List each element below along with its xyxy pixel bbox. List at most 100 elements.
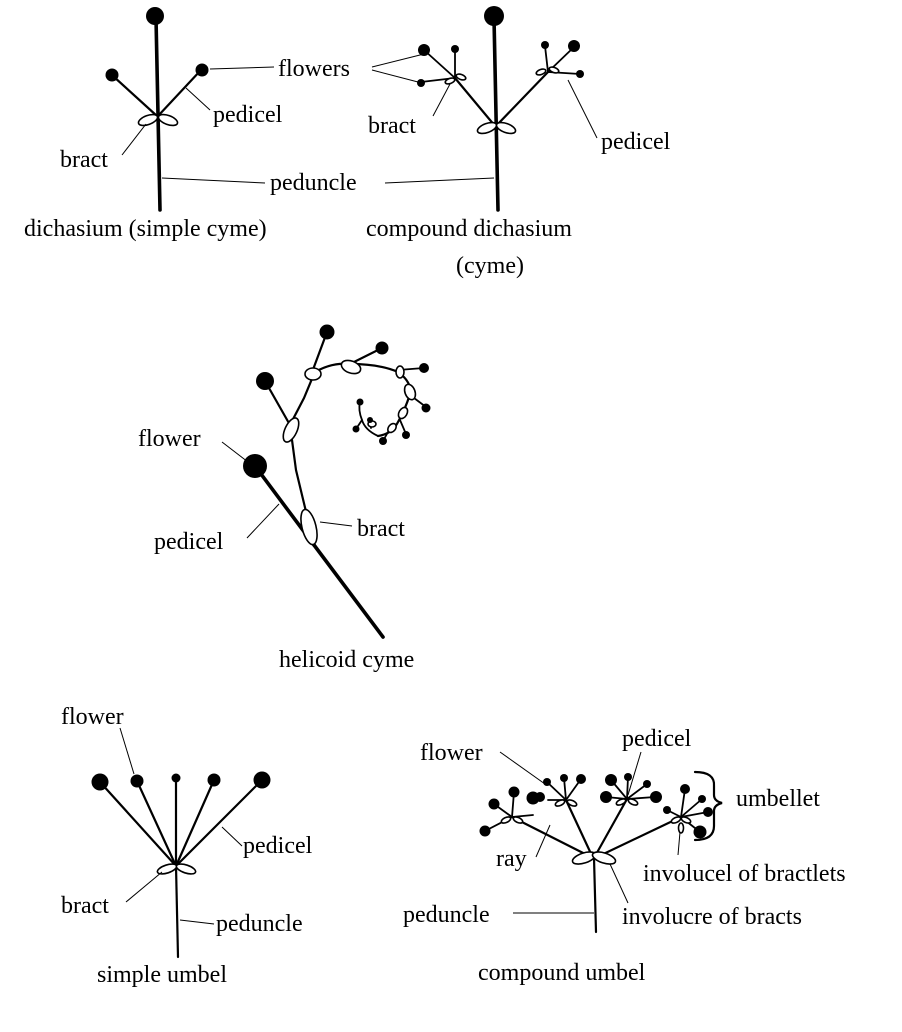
compound-bract-leader [432, 83, 451, 117]
helicoid-bract-6 [403, 383, 417, 401]
umbellet2-pedicel-a [546, 781, 567, 801]
helicoid-flower-leader [221, 441, 249, 463]
right-subcyme-bract-b [548, 66, 560, 74]
dichasium-right-bract [157, 113, 179, 127]
compound-umbel-pedicel-label: pedicel [622, 726, 692, 752]
involucel-label: involucel of bractlets [643, 861, 846, 887]
helicoid-flower-3 [319, 324, 335, 340]
right-subcyme-bract-a [535, 68, 547, 76]
umbellet4-flower-b [698, 795, 706, 803]
compound-umbel-pedicel-leader [627, 751, 642, 796]
umbellet1-flower-a [488, 798, 500, 810]
simple-umbel-pedicel-leader [221, 826, 243, 847]
dichasium-bract-leader [121, 123, 147, 156]
left-subcyme-pedicel-a [423, 49, 456, 79]
umbellet2-flower-b [560, 774, 568, 782]
dichasium-pedicel-label: pedicel [213, 102, 283, 128]
umbellet3-bractlet-b [627, 798, 639, 806]
dichasium-right-pedicel [156, 68, 203, 118]
compound-dichasium-figure: bract pedicel compound dichasium (cyme) [366, 6, 671, 279]
right-subcyme-pedicel-a [544, 45, 549, 73]
left-subcyme-flower-c [417, 79, 425, 87]
simple-umbel-bract-leader [125, 871, 163, 903]
compound-dichasium-right-branch [494, 70, 550, 128]
simple-umbel-flower-3 [171, 773, 181, 783]
helicoid-bract-8 [387, 422, 397, 434]
umbellet2-bractlet-a [554, 799, 566, 807]
helicoid-flower-8 [379, 437, 387, 445]
umbellet1-flower-c [479, 825, 491, 837]
helicoid-pedicel-label: pedicel [154, 529, 224, 555]
simple-umbel-flower-leader [119, 727, 135, 775]
dichasium-caption: dichasium (simple cyme) [24, 216, 267, 242]
umbellet3-flower-a [605, 774, 617, 786]
helicoid-flower-6 [421, 403, 431, 413]
helicoid-flower-4 [375, 341, 389, 355]
simple-umbel-peduncle-leader [179, 919, 215, 925]
umbellet3-pedicel-c [626, 783, 648, 800]
compound-dichasium-left-branch [453, 76, 497, 128]
helicoid-bract-5 [395, 365, 405, 379]
helicoid-flower-9 [352, 425, 360, 433]
ray-label: ray [496, 846, 527, 872]
compound-dichasium-caption-line1: compound dichasium [366, 216, 572, 242]
umbellet3-bractlet-a [615, 798, 627, 806]
helicoid-caption: helicoid cyme [279, 647, 414, 673]
compound-dichasium-right-bract [495, 121, 517, 135]
simple-umbel-flower-4 [207, 773, 221, 787]
helicoid-flower-10 [356, 398, 364, 406]
compound-pedicel-leader [567, 79, 598, 139]
simple-umbel-flower-5 [253, 771, 271, 789]
involucre-label: involucre of bracts [622, 904, 802, 930]
helicoid-flower-7 [402, 431, 410, 439]
umbellet4-flower-a [680, 784, 690, 794]
peduncle-leader-right [384, 177, 495, 184]
compound-dichasium-caption-line2: (cyme) [456, 253, 524, 279]
flowers-leader-right-b [371, 69, 419, 83]
simple-umbel-flower-label: flower [61, 704, 124, 730]
compound-dichasium-bract-label: bract [368, 113, 416, 139]
dichasium-left-flower [105, 68, 119, 82]
compound-dichasium-peduncle-stem [492, 16, 500, 212]
umbellet4-bractlet-b [680, 816, 692, 824]
flowers-leader-left [209, 66, 275, 70]
dichasium-peduncle-stem [154, 16, 162, 212]
dichasium-pedicel-leader [185, 87, 211, 111]
umbellet1-flower-b [508, 786, 520, 798]
simple-umbel-bract-label: bract [61, 893, 109, 919]
helicoid-main-bract [300, 508, 318, 546]
umbellet2-flower-c [576, 774, 586, 784]
right-subcyme-flower-c [576, 70, 584, 78]
umbellet4-flower-c [703, 807, 713, 817]
dichasium-figure: flowers pedicel bract peduncle dichasium… [24, 7, 357, 242]
helicoid-pedicel-leader [246, 503, 280, 539]
dichasium-terminal-flower [146, 7, 164, 25]
umbellet4-flower-d [693, 825, 707, 839]
compound-dichasium-pedicel-label: pedicel [601, 129, 671, 155]
flowers-leader-right-a [371, 53, 425, 68]
simple-umbel-caption: simple umbel [97, 962, 227, 988]
left-subcyme-bract-a [444, 77, 456, 85]
dichasium-left-bract [137, 113, 159, 127]
involucel-leader [677, 831, 681, 856]
umbellet2-flower-d [535, 792, 545, 802]
helicoid-cyme-figure: flower pedicel bract helicoid cyme [138, 324, 431, 673]
umbellet1-bractlet-b [512, 816, 524, 824]
left-subcyme-flower-a [418, 44, 430, 56]
umbellet4-flower-e [663, 806, 671, 814]
helicoid-bract-7 [397, 406, 409, 420]
umbellet-label: umbellet [736, 786, 820, 812]
compound-umbel-ray-3 [592, 797, 629, 860]
umbellet3-flower-d [600, 791, 612, 803]
left-subcyme-bract-b [455, 73, 467, 81]
compound-umbel-peduncle-stem [592, 856, 598, 934]
compound-dichasium-terminal-flower [484, 6, 504, 26]
umbellet3-flower-c [643, 780, 651, 788]
simple-umbel-pedicel-1 [98, 780, 178, 868]
right-subcyme-flower-b [568, 40, 580, 52]
umbellet-brace [693, 770, 723, 842]
compound-umbel-ray-1 [510, 815, 595, 860]
umbellet2-flower-a [543, 778, 551, 786]
compound-umbel-flower-leader [499, 751, 546, 785]
umbellet4-bractlet-a [670, 816, 682, 824]
